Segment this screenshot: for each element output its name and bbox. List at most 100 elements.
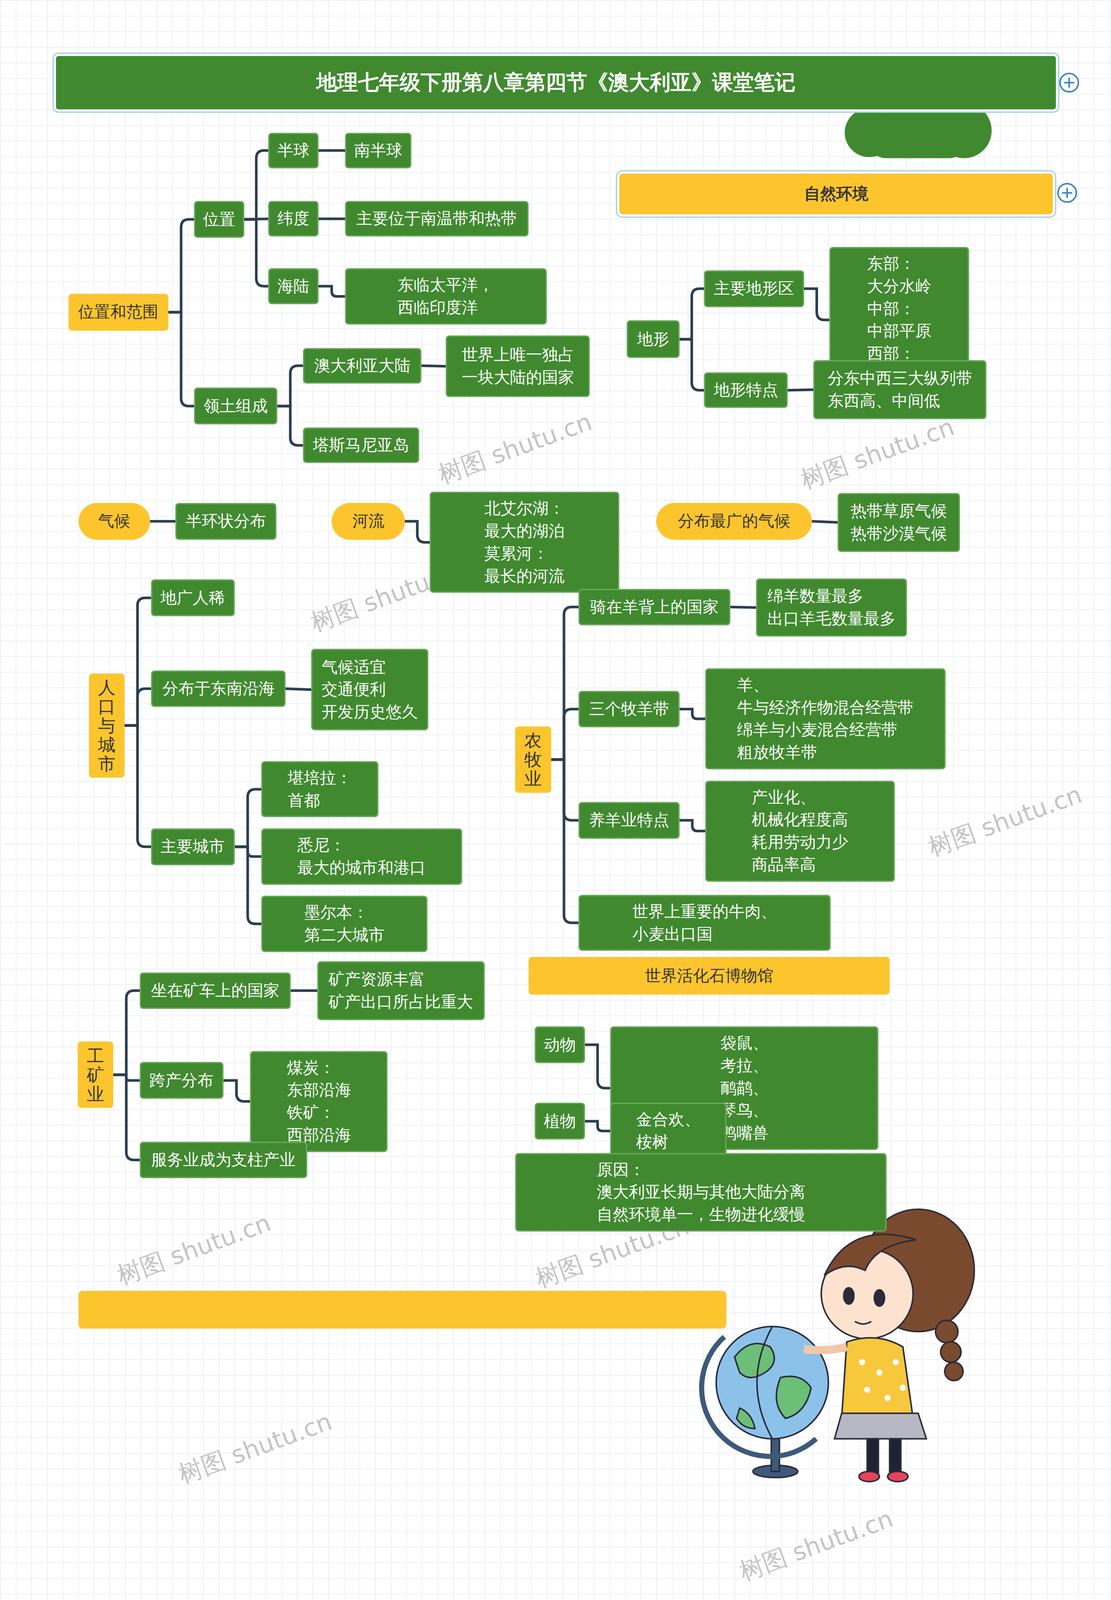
- node-text: 分布最广的气候: [677, 509, 791, 533]
- connector: [277, 365, 303, 407]
- node-text: 地广人稀: [160, 586, 225, 610]
- content-box: 主要地形区: [703, 270, 804, 308]
- fringe: [824, 1234, 917, 1276]
- content-box: 领土组成: [193, 387, 278, 425]
- node-text: 位置: [203, 208, 236, 231]
- content-box: 世界上重要的牛肉、小麦出口国: [578, 894, 831, 952]
- content-box: 产业化、机械化程度高 耗用劳动力少 商品率高: [705, 780, 895, 882]
- expand-icon: [1059, 73, 1079, 92]
- node-text: 堪培拉：首都: [287, 766, 352, 812]
- content-box: 悉尼：最大的城市和港口: [261, 828, 463, 885]
- connector: [679, 288, 704, 339]
- dot: [884, 1394, 891, 1401]
- connector: [421, 365, 446, 367]
- node-text: 分布于东南沿海: [162, 677, 275, 701]
- watermark: 树图 shutu.cn: [112, 1206, 276, 1293]
- content-box: 服务业成为支柱产业: [139, 1141, 308, 1179]
- content-box: 动物: [534, 1026, 586, 1064]
- girl-with-globe: [701, 1209, 975, 1482]
- node-text: 主要地形区: [713, 277, 795, 300]
- connector: [290, 989, 318, 993]
- content-box: 分布于东南沿海: [151, 670, 286, 708]
- content-box: 海陆: [268, 268, 319, 304]
- node-text: 植物: [543, 1110, 576, 1133]
- title-text: 地理七年级下册第八章第四节《澳大利亚》课堂笔记: [316, 68, 796, 97]
- dot: [864, 1387, 871, 1394]
- watermark: 树图 shutu.cn: [795, 410, 959, 497]
- content-box: 半球: [268, 132, 319, 169]
- connector: [811, 521, 838, 523]
- content-box: 绵羊数量最多 出口羊毛数量最多: [756, 578, 908, 637]
- node-text: 世界活化石博物馆: [644, 964, 774, 988]
- content-box: 三个牧羊带: [578, 690, 680, 728]
- content-box: 植物: [534, 1102, 586, 1140]
- node-text: 绵羊数量最多 出口羊毛数量最多: [767, 585, 896, 631]
- expand-icon: [1058, 73, 1079, 202]
- content-box: 热带草原气候 热带沙漠气候: [837, 493, 960, 553]
- expand-icon: [1061, 187, 1073, 199]
- node-text: 主要城市: [160, 835, 225, 858]
- braid: [940, 1341, 961, 1363]
- node-text: 热带草原气候 热带沙漠气候: [850, 499, 947, 546]
- content-box: 北艾尔湖：最大的湖泊 莫累河：最长的河流: [429, 491, 620, 593]
- content-box: 堪培拉：首都: [261, 761, 379, 818]
- node-text: 海陆: [277, 275, 310, 298]
- empty-band: [78, 1291, 727, 1329]
- connector: [124, 688, 152, 726]
- connector: [113, 1074, 140, 1161]
- topic-box: 位置和范围: [68, 293, 169, 331]
- node-text: 墨尔本：第二大城市: [304, 901, 385, 947]
- connector: [585, 1121, 611, 1131]
- node-text: 悉尼：最大的城市和港口: [297, 834, 426, 880]
- connector: [318, 217, 345, 221]
- node-text: 分东中西三大纵列带 东西高、中间低: [827, 367, 973, 413]
- content-box: 煤炭：东部沿海 铁矿：西部沿海: [249, 1051, 388, 1153]
- eye: [843, 1287, 855, 1305]
- dot: [876, 1369, 883, 1376]
- connector: [124, 725, 152, 848]
- expand-icon: [1058, 183, 1077, 202]
- connector: [223, 1080, 250, 1102]
- vertical-topic-box: 工矿业: [77, 1041, 114, 1108]
- shirt-dots: [858, 1359, 906, 1401]
- content-box: 澳大利亚大陆: [302, 348, 422, 384]
- topic-pill: 气候: [78, 502, 151, 540]
- content-box: 坐在矿车上的国家: [139, 972, 291, 1010]
- globe-meridian: [756, 1326, 773, 1440]
- node-text: 农牧业: [524, 730, 542, 789]
- content-box: 主要位于南温带和热带: [345, 200, 529, 237]
- node-text: 矿产资源丰富 矿产出口所占比重大: [328, 968, 474, 1014]
- connector: [168, 312, 194, 406]
- vertical-topic-box: 农牧业: [515, 726, 551, 793]
- content-box: 地形: [626, 320, 680, 359]
- content-box: 养羊业特点: [578, 802, 680, 839]
- connector: [150, 519, 176, 523]
- node-text: 塔斯马尼亚岛: [312, 433, 410, 457]
- connector: [404, 521, 430, 543]
- content-box: 金合欢、桉树: [610, 1102, 727, 1160]
- node-text: 世界上重要的牛肉、小麦出口国: [632, 900, 777, 946]
- node-text: 袋鼠、考拉、鸸鹋、琴鸟、鸭嘴兽: [720, 1032, 769, 1145]
- content-box: 地形特点: [703, 372, 788, 408]
- content-box: 南半球: [345, 132, 412, 169]
- connector: [318, 285, 345, 297]
- content-box: 纬度: [268, 200, 319, 237]
- connector: [551, 759, 579, 923]
- node-text: 金合欢、桉树: [636, 1108, 701, 1154]
- node-text: 东临太平洋，西临印度洋: [397, 273, 494, 319]
- node-text: 主要位于南温带和热带: [356, 207, 517, 231]
- connector: [234, 846, 262, 924]
- node-text: 养羊业特点: [588, 808, 670, 832]
- dot: [892, 1359, 899, 1366]
- node-text: 纬度: [277, 207, 310, 231]
- node-text: 动物: [543, 1033, 576, 1057]
- content-box: 地广人稀: [151, 579, 235, 617]
- connector: [113, 990, 140, 1075]
- node-text: 产业化、机械化程度高 耗用劳动力少 商品率高: [751, 786, 849, 877]
- expand-icon: [1064, 77, 1075, 89]
- skirt: [834, 1413, 927, 1440]
- cloud-part: [869, 122, 967, 158]
- node-text: 澳大利亚大陆: [314, 354, 411, 378]
- node-text: 工矿业: [86, 1046, 105, 1104]
